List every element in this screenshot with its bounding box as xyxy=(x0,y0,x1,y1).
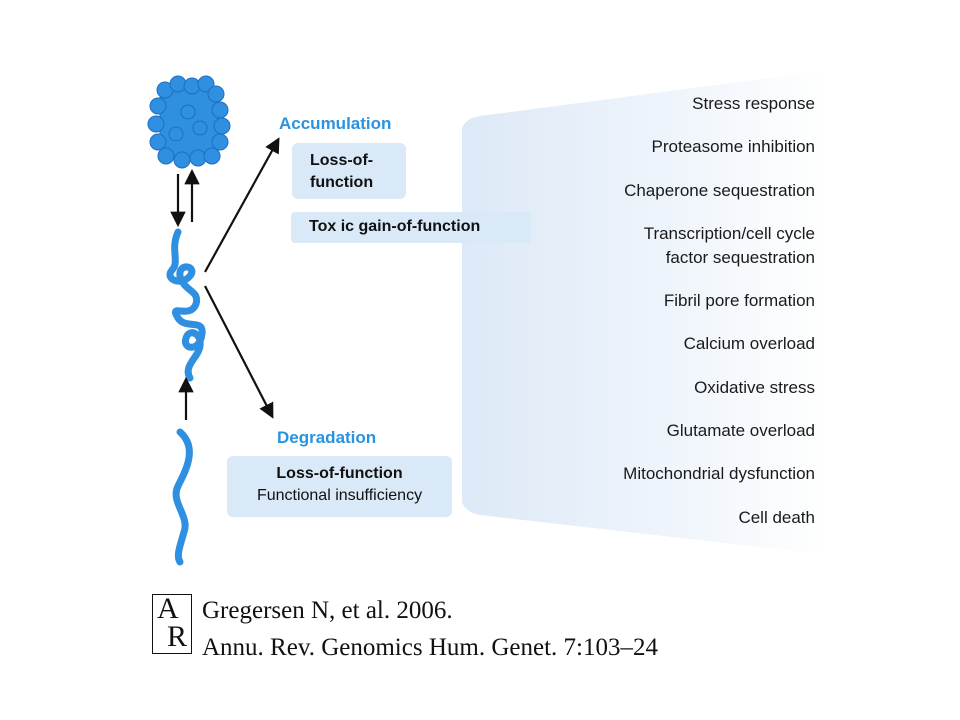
loss-of-function-line2: function xyxy=(310,174,374,191)
citation: Gregersen N, et al. 2006. Annu. Rev. Gen… xyxy=(202,592,658,666)
toxic-gain-of-function-label: Tox ic gain-of-function xyxy=(309,218,481,235)
effect-chaperone-sequestration: Chaperone sequestration xyxy=(624,180,815,200)
protein-aggregate xyxy=(147,75,231,169)
citation-journal: Annu. Rev. Genomics Hum. Genet. 7:103–24 xyxy=(202,634,658,661)
functional-insufficiency: Functional insufficiency xyxy=(256,487,423,504)
unfolded-protein-icon xyxy=(172,428,193,566)
effect-stress-response: Stress response xyxy=(692,94,815,113)
toxic-gain-of-function-box: Tox ic gain-of-function xyxy=(291,212,531,243)
degradation-box: Loss-of-function Functional insufficienc… xyxy=(227,456,452,517)
degradation-loss-of-function: Loss-of-function xyxy=(276,465,403,482)
misfolded-protein-icon xyxy=(166,228,206,382)
logo-letter-r: R xyxy=(167,620,188,653)
effect-calcium-overload: Calcium overload xyxy=(683,334,815,354)
effect-glutamate-overload: Glutamate overload xyxy=(666,421,815,441)
arrow-to-accumulation xyxy=(204,137,280,273)
effects-panel xyxy=(462,70,830,555)
effect-cell-death: Cell death xyxy=(738,507,815,527)
effect-fibril-pore-formation: Fibril pore formation xyxy=(663,291,815,311)
effect-mitochondrial-dysfunction: Mitochondrial dysfunction xyxy=(623,464,815,484)
effects-list: Stress response Proteasome inhibition Ch… xyxy=(560,92,815,530)
loss-of-function-line1: Loss-of- xyxy=(310,152,374,169)
loss-of-function-box: Loss-of- function xyxy=(292,143,406,199)
citation-authors: Gregersen N, et al. 2006. xyxy=(202,597,453,624)
degradation-label: Degradation xyxy=(277,428,377,447)
logo-letter-a: A xyxy=(157,592,179,625)
arrow-to-degradation xyxy=(204,285,274,419)
annual-reviews-logo: A R xyxy=(152,594,192,654)
accumulation-label: Accumulation xyxy=(279,114,392,133)
effect-proteasome-inhibition: Proteasome inhibition xyxy=(651,137,815,157)
effect-oxidative-stress: Oxidative stress xyxy=(694,377,815,397)
